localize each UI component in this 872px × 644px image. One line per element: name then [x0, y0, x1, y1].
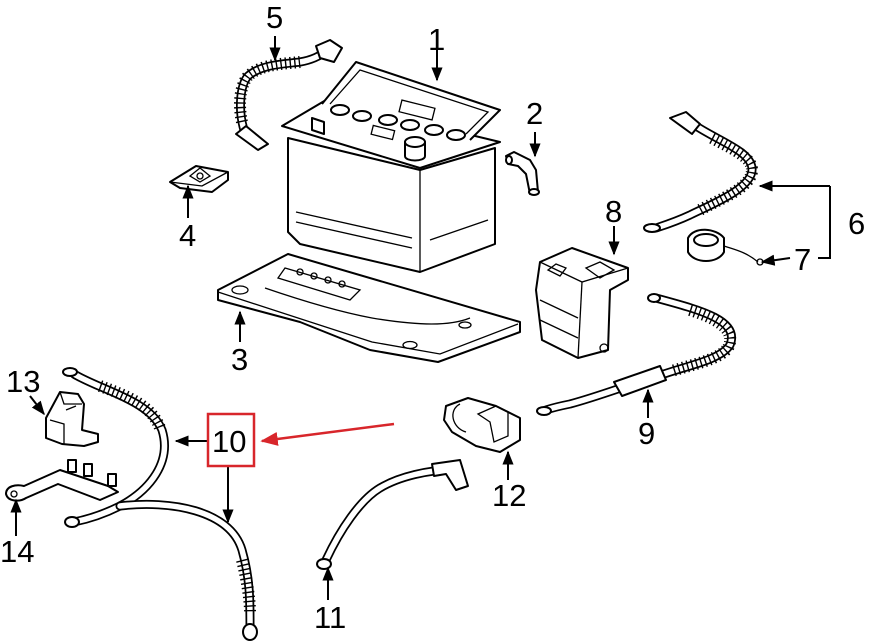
fuse-box-8	[535, 247, 629, 359]
cable-5	[234, 39, 343, 151]
callout-7: 7	[794, 242, 811, 277]
callout-9: 9	[638, 416, 655, 451]
callout-2: 2	[526, 96, 543, 131]
callout-13: 13	[6, 364, 40, 399]
cable-6	[643, 111, 759, 233]
leader-lines	[10, 36, 831, 600]
callout-14: 14	[0, 534, 34, 569]
clip-12	[443, 397, 521, 453]
callout-8: 8	[605, 194, 622, 229]
callout-5: 5	[266, 0, 283, 35]
battery-tray	[217, 253, 521, 363]
connector-13	[45, 391, 99, 447]
callout-1: 1	[428, 22, 445, 57]
callout-6: 6	[848, 206, 865, 241]
callout-11: 11	[314, 600, 346, 635]
bracket-4	[169, 165, 229, 193]
callout-10: 10	[212, 424, 246, 459]
cable-9	[536, 293, 737, 416]
battery	[281, 61, 501, 273]
cable-11	[316, 459, 469, 570]
vent-elbow-2	[505, 151, 540, 196]
cable-10	[62, 367, 258, 641]
callout-10-highlight	[206, 412, 256, 468]
callout-3: 3	[231, 342, 248, 377]
callout-labels: 1 2 3 4 5 6 7 8 9 10 11 12 13 14	[0, 0, 865, 635]
callout-12: 12	[492, 478, 526, 513]
callout-4: 4	[179, 218, 196, 253]
sensor-7	[687, 228, 764, 266]
ground-bracket-14	[5, 459, 119, 502]
